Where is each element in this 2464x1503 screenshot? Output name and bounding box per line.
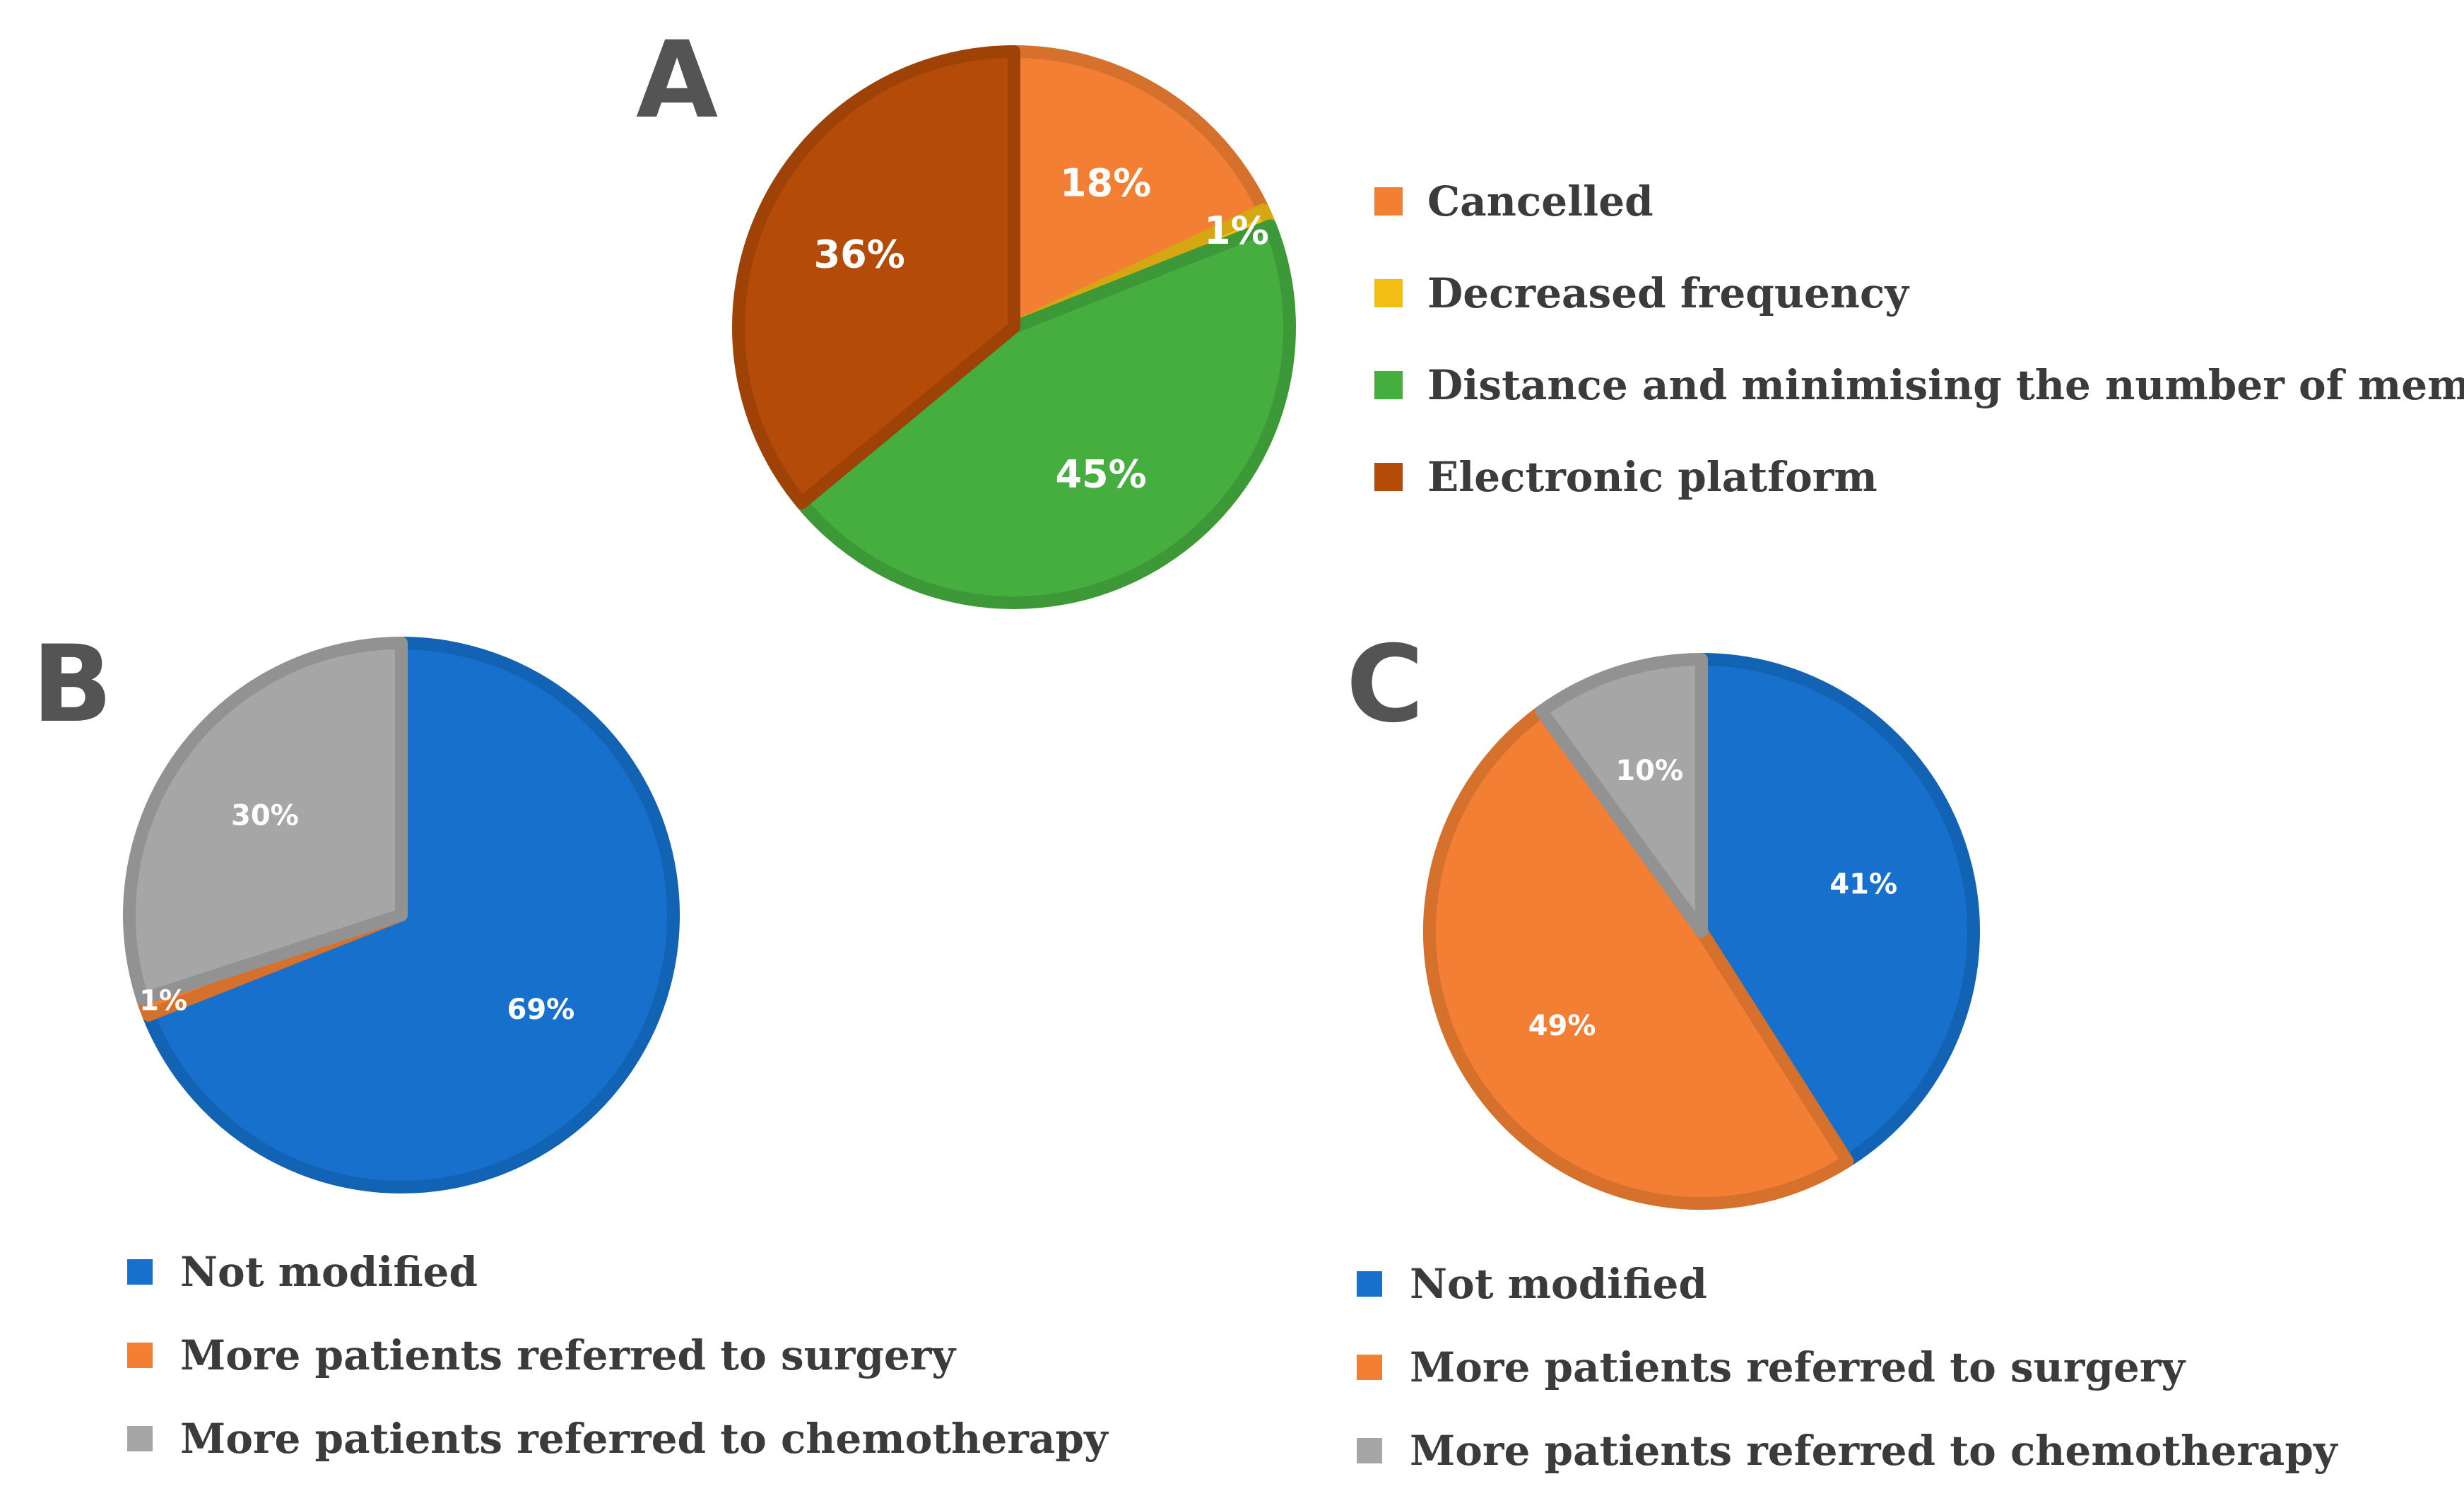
pie-c-slices xyxy=(1423,653,1980,1210)
legend-a-label-decreased-frequency: Decreased frequency xyxy=(1427,269,1910,317)
pie-b-slice-more-patients-referred-to-chemotherapy xyxy=(123,637,408,1006)
legend-b-label-more-patients-referred-to-surgery: More patients referred to surgery xyxy=(180,1331,957,1379)
pie-b-labels: 69% 1% 30% xyxy=(139,800,574,1027)
legend-c-swatch-more-patients-referred-to-chemotherapy xyxy=(1357,1438,1382,1463)
pie-c-label-more-patients-referred-to-chemotherapy: 10% xyxy=(1615,755,1683,787)
pie-a-slice-cancelled xyxy=(1008,45,1270,334)
legend-a-swatch-cancelled xyxy=(1374,187,1403,216)
pie-c-slice-more-patients-referred-to-surgery xyxy=(1423,705,1854,1210)
panel-letter-b: B xyxy=(32,623,112,746)
pie-a-labels: 18% 1% 45% 36% xyxy=(814,160,1269,496)
legend-a-label-distance-and-minimising-the-number-of-members: Distance and minimising the number of me… xyxy=(1427,361,2464,409)
legend-b-label-not-modified: Not modified xyxy=(180,1248,478,1296)
pie-c-label-more-patients-referred-to-surgery: 49% xyxy=(1528,1010,1596,1042)
pie-b-slice-not-modified xyxy=(142,637,680,1193)
legend-b-swatch-more-patients-referred-to-surgery xyxy=(127,1343,153,1368)
pie-b-label-more-patients-referred-to-surgery: 1% xyxy=(139,984,187,1017)
pie-c-slice-more-patients-referred-to-chemotherapy xyxy=(1535,653,1708,938)
panel-letter-c: C xyxy=(1346,623,1424,746)
legend-b-swatch-not-modified xyxy=(127,1259,153,1285)
pie-a-label-electronic-platform: 36% xyxy=(814,232,905,277)
pie-b-slices xyxy=(123,637,680,1193)
legend-a-label-cancelled: Cancelled xyxy=(1427,177,1654,225)
panel-letter-a: A xyxy=(636,19,718,142)
pie-a-slice-electronic-platform xyxy=(732,45,1020,509)
legend-c-label-more-patients-referred-to-chemotherapy: More patients referred to chemotherapy xyxy=(1410,1427,2339,1475)
legend-c-label-not-modified: Not modified xyxy=(1410,1260,1707,1308)
legend-b-swatch-more-patients-referred-to-chemotherapy xyxy=(127,1426,153,1451)
pie-c-label-not-modified: 41% xyxy=(1829,868,1897,900)
legend-a-swatch-decreased-frequency xyxy=(1374,279,1403,307)
legend-a-label-electronic-platform: Electronic platform xyxy=(1427,453,1878,501)
legend-a-swatch-electronic-platform xyxy=(1374,463,1403,491)
pie-b-label-not-modified: 69% xyxy=(507,994,575,1026)
pie-a-label-distance-and-minimising-the-number-of-members: 45% xyxy=(1055,452,1146,497)
pie-a-label-decreased-frequency: 1% xyxy=(1204,208,1269,253)
legend-c-swatch-not-modified xyxy=(1357,1271,1382,1297)
legend-c-label-more-patients-referred-to-surgery: More patients referred to surgery xyxy=(1410,1343,2186,1391)
legend-b-label-more-patients-referred-to-chemotherapy: More patients referred to chemotherapy xyxy=(180,1415,1109,1463)
pie-a-label-cancelled: 18% xyxy=(1060,160,1151,205)
pie-a-slice-distance-and-minimising-the-number-of-members xyxy=(795,219,1296,609)
legend-c-swatch-more-patients-referred-to-surgery xyxy=(1357,1355,1382,1380)
pie-a-slices xyxy=(732,45,1296,609)
pie-c-labels: 41% 49% 10% xyxy=(1528,755,1897,1042)
pie-b-label-more-patients-referred-to-chemotherapy: 30% xyxy=(231,800,299,832)
legend-a-swatch-distance-and-minimising-the-number-of-members xyxy=(1374,371,1403,399)
